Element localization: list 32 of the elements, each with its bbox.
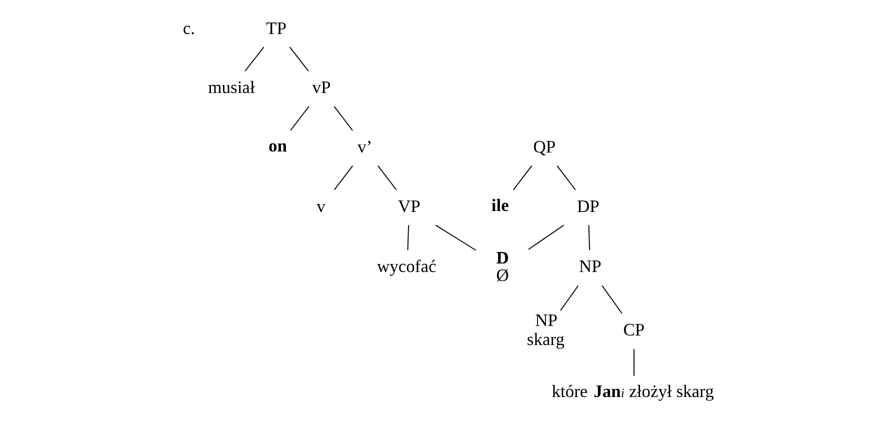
node-text: które Jani złożył skarg xyxy=(552,380,714,401)
connector xyxy=(290,106,310,131)
connector xyxy=(633,348,634,376)
node-text: VP xyxy=(398,196,420,216)
node-text: NP skarg xyxy=(526,310,564,350)
connector xyxy=(588,224,590,251)
connector xyxy=(528,224,564,250)
node-text: v xyxy=(316,196,326,216)
node-text: vP xyxy=(312,77,331,98)
connector xyxy=(334,165,354,190)
node-text: D Ø xyxy=(496,247,509,285)
node-text: wycofać xyxy=(377,256,436,276)
node-text: v’ xyxy=(358,136,372,157)
connector xyxy=(407,224,410,251)
connector xyxy=(244,46,264,72)
node-text: on xyxy=(268,136,287,156)
connector xyxy=(602,285,622,314)
connector xyxy=(556,165,576,190)
connector xyxy=(378,165,397,190)
node-text: DP xyxy=(577,196,600,216)
node-text: musiał xyxy=(208,77,255,98)
connector xyxy=(512,165,532,190)
node-text: QP xyxy=(533,136,556,157)
node-text: NP xyxy=(578,256,602,276)
node-text: TP xyxy=(266,18,286,38)
label: c. xyxy=(182,18,195,38)
node-text: CP xyxy=(623,320,645,340)
connector xyxy=(289,46,309,72)
connector xyxy=(560,285,579,311)
connector xyxy=(334,106,354,131)
connector xyxy=(435,224,476,251)
node-text: ile xyxy=(491,194,509,215)
